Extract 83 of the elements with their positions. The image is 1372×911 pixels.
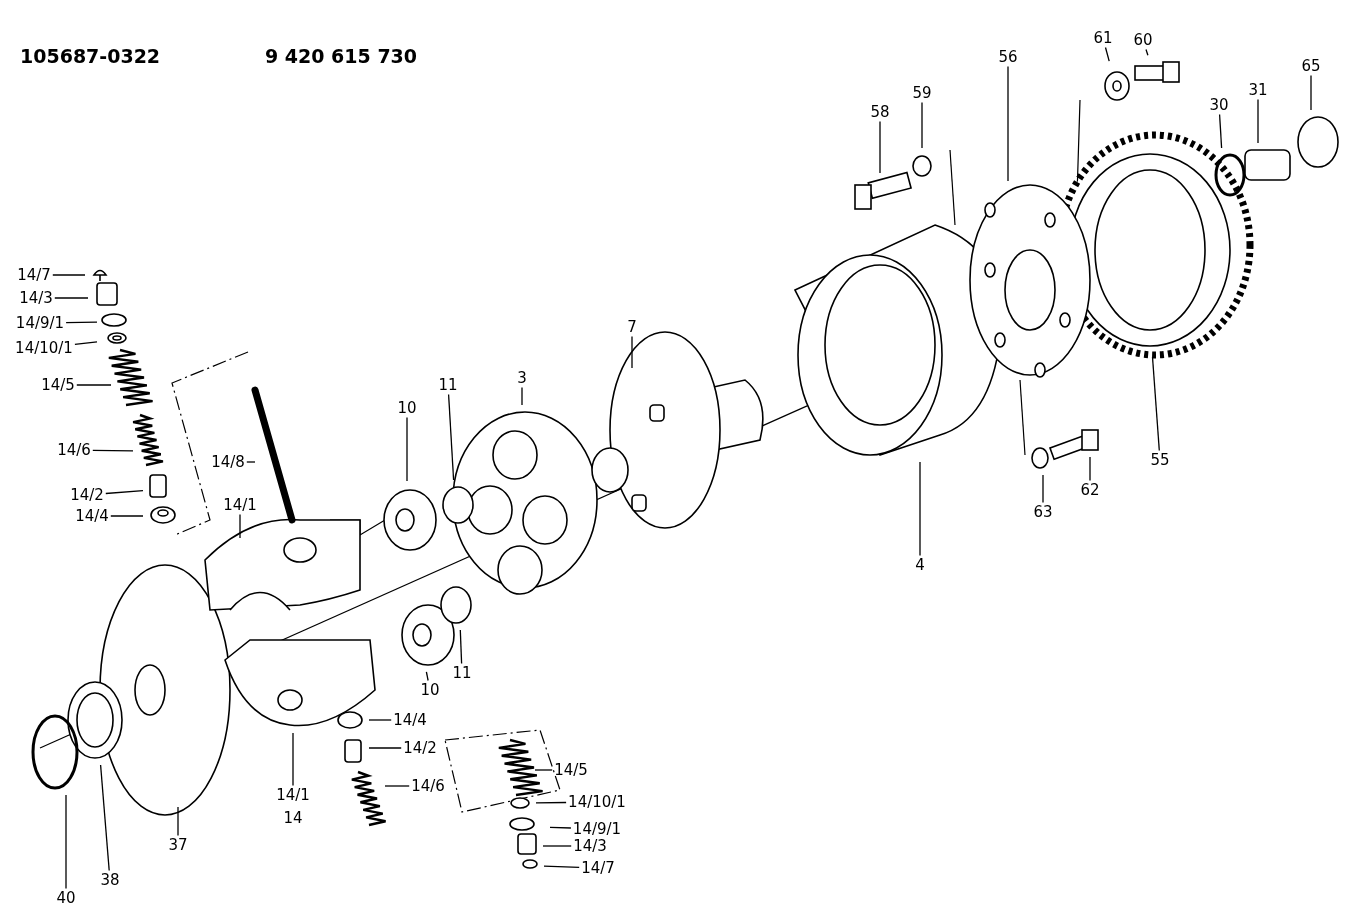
leader-line xyxy=(92,449,134,452)
leader-line xyxy=(1089,456,1091,482)
callout-number: 14/2 xyxy=(403,740,437,756)
callout-number: 10 xyxy=(420,682,440,698)
leader-line xyxy=(54,297,89,299)
callout-number: 61 xyxy=(1093,30,1113,46)
callout-number: 14/3 xyxy=(19,290,53,306)
callout-number: 14/1 xyxy=(276,787,310,803)
leader-line xyxy=(368,747,402,749)
leader-line xyxy=(447,393,455,481)
callout-number: 30 xyxy=(1209,97,1229,113)
callout-number: 14/3 xyxy=(573,838,607,854)
callout-number: 11 xyxy=(438,377,458,393)
leader-line xyxy=(921,101,923,149)
leader-line xyxy=(1007,65,1009,182)
leader-line xyxy=(406,416,408,482)
callout-number: 58 xyxy=(870,104,890,120)
callout-number: 55 xyxy=(1150,452,1170,468)
callout-number: 14/8 xyxy=(211,454,245,470)
callout-number: 4 xyxy=(915,557,925,573)
callout-number: 14/5 xyxy=(41,377,75,393)
leader-line xyxy=(384,785,410,787)
callout-number: 14 xyxy=(283,810,303,826)
leader-line xyxy=(1042,474,1044,504)
callout-number: 14/1 xyxy=(223,497,257,513)
leader-line xyxy=(1310,74,1312,111)
leader-line xyxy=(549,826,572,829)
callout-number: 40 xyxy=(56,890,76,906)
callout-number: 14/9/1 xyxy=(572,821,622,837)
leader-line xyxy=(521,386,523,406)
leader-line xyxy=(65,321,98,324)
callout-number: 63 xyxy=(1033,504,1053,520)
part-number: 9 420 615 730 xyxy=(265,45,418,67)
leader-line xyxy=(74,341,98,346)
callout-number: 14/6 xyxy=(411,778,445,794)
leader-line xyxy=(919,461,921,557)
leader-line xyxy=(110,515,144,517)
leader-line xyxy=(1257,98,1259,144)
leader-line xyxy=(543,865,580,869)
leader-line xyxy=(52,274,86,276)
callout-number: 14/7 xyxy=(17,267,51,283)
callout-number: 38 xyxy=(100,872,120,888)
callout-number: 14/9/1 xyxy=(15,315,65,331)
callout-number: 14/2 xyxy=(70,487,104,503)
callout-number: 10 xyxy=(397,400,417,416)
callout-number: 11 xyxy=(452,665,472,681)
callout-number: 62 xyxy=(1080,482,1100,498)
leader-line xyxy=(1218,113,1223,149)
callout-number: 3 xyxy=(517,370,527,386)
callout-number: 14/5 xyxy=(554,762,588,778)
callout-number: 14/6 xyxy=(57,442,91,458)
leader-line xyxy=(425,671,429,682)
leader-line xyxy=(76,384,112,386)
leader-line xyxy=(368,719,392,721)
leader-line xyxy=(1151,356,1160,452)
leader-line xyxy=(1104,46,1110,62)
callout-number: 14/4 xyxy=(75,508,109,524)
leader-line xyxy=(239,513,241,539)
callout-number: 14/10/1 xyxy=(568,794,626,810)
callout-number: 7 xyxy=(627,319,637,335)
callout-number: 31 xyxy=(1248,82,1268,98)
leader-line xyxy=(65,794,67,890)
leader-line xyxy=(177,806,179,837)
leader-line xyxy=(879,120,881,174)
callout-number: 65 xyxy=(1301,58,1321,74)
callout-number: 37 xyxy=(168,837,188,853)
callout-number: 56 xyxy=(998,49,1018,65)
leader-line xyxy=(631,335,633,369)
callout-number: 14/4 xyxy=(393,712,427,728)
leader-line xyxy=(105,489,144,495)
callout-number: 14/7 xyxy=(581,860,615,876)
leader-line xyxy=(534,769,553,771)
leader-line xyxy=(292,732,294,787)
callout-number: 60 xyxy=(1133,32,1153,48)
leader-line xyxy=(1145,48,1149,56)
part-number: 105687-0322 xyxy=(20,45,161,67)
callout-number: 59 xyxy=(912,85,932,101)
leader-line xyxy=(542,845,572,847)
leader-line xyxy=(535,801,567,804)
leader-line xyxy=(459,629,463,665)
leader-line xyxy=(99,764,110,872)
leader-line xyxy=(246,461,256,463)
callout-number: 14/10/1 xyxy=(15,340,73,356)
